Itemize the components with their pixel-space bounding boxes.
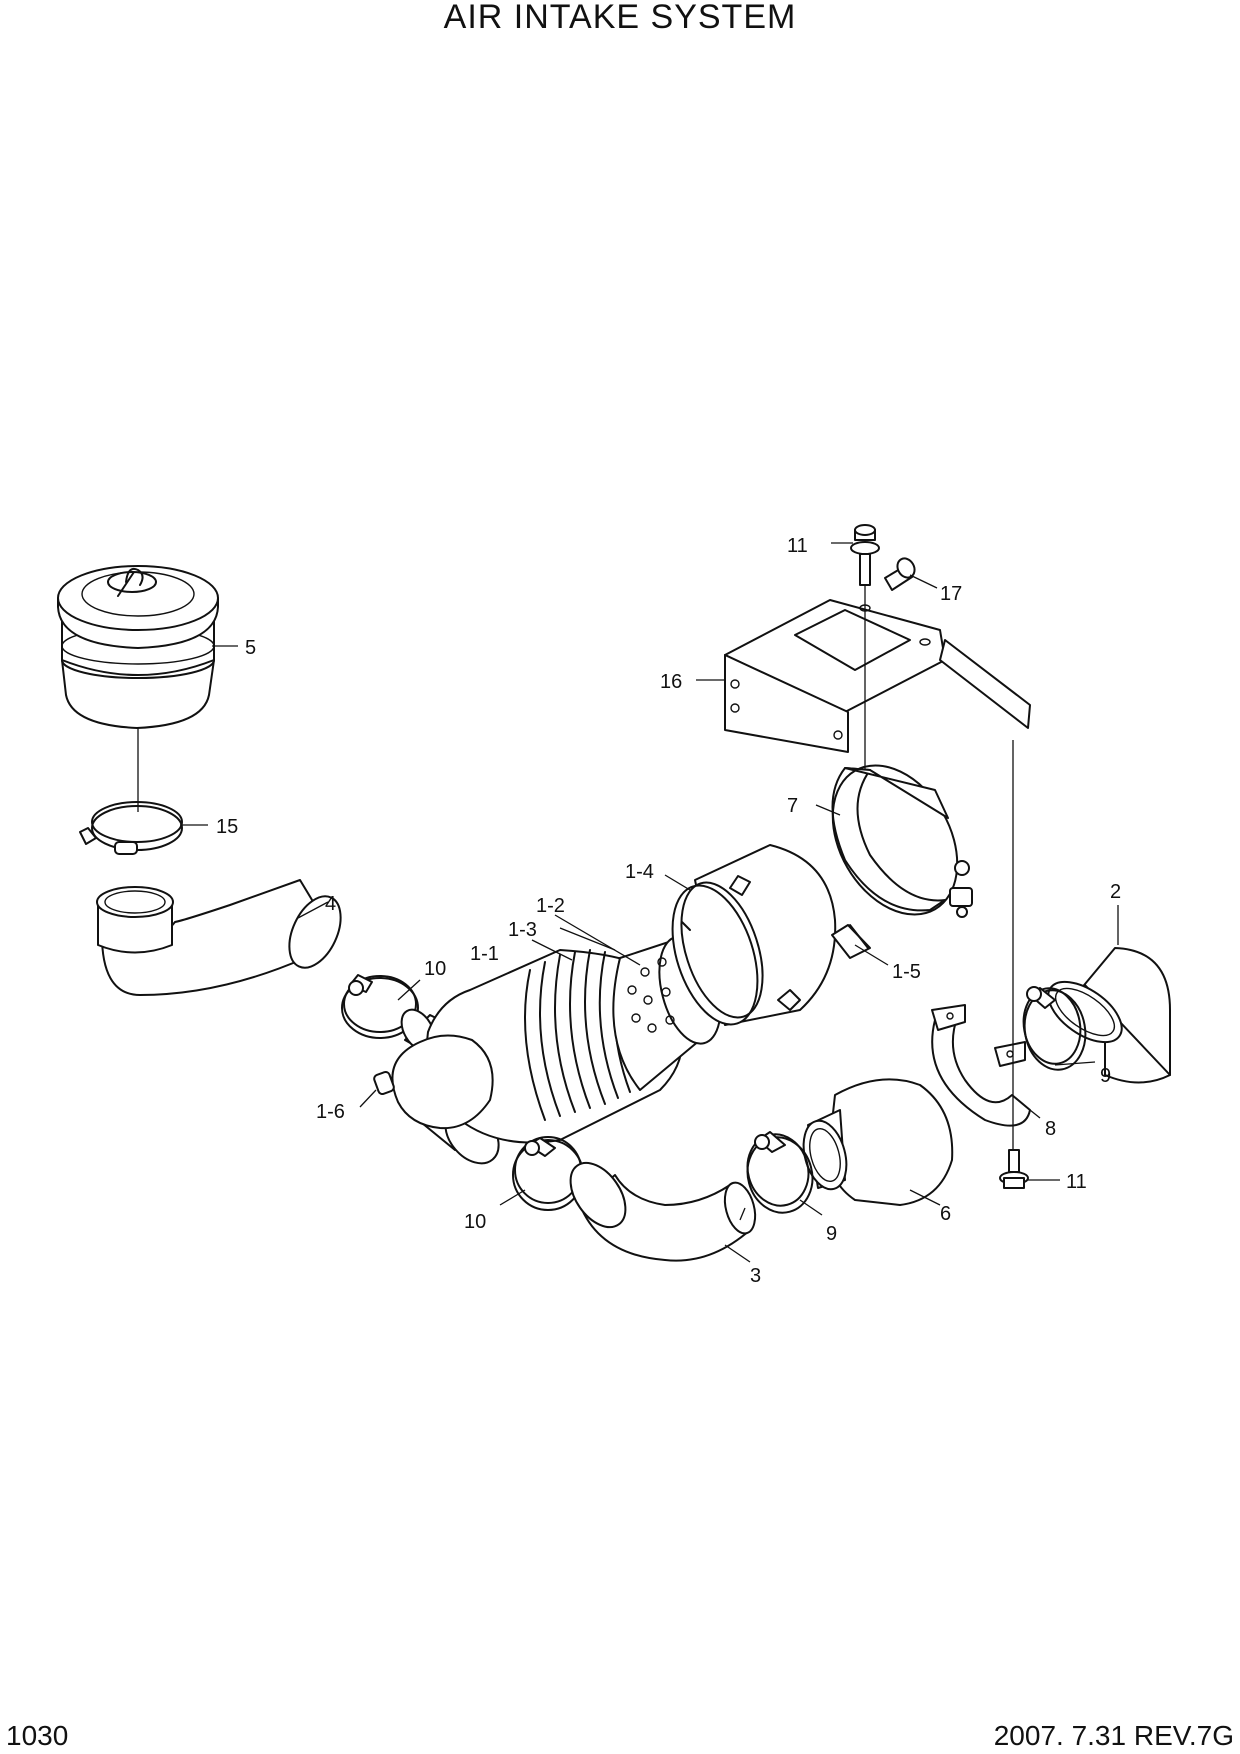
part-band-7 [831,764,973,918]
part-hose-2 [1047,947,1171,1084]
callout-7: 7 [787,795,798,817]
part-bolt-11-upper [850,524,880,586]
part-hose-3 [569,1161,757,1262]
part-cover-1-4 [671,844,871,1026]
callout-1-2: 1-2 [536,895,565,917]
callout-17: 17 [940,583,962,605]
part-air-cleaner-body [391,934,722,1165]
part-reducer-6 [802,1078,954,1206]
callout-9-lower: 9 [826,1223,837,1245]
callout-16: 16 [660,671,682,693]
page-title: AIR INTAKE SYSTEM [443,0,797,36]
callout-1-6: 1-6 [316,1101,345,1123]
callout-11-lower: 11 [1066,1171,1087,1193]
part-1-6-cap [373,1070,395,1096]
callout-11-upper: 11 [787,535,808,557]
callout-1-4: 1-4 [625,861,654,883]
part-clamp-9-right [1022,986,1087,1071]
callout-10-upper: 10 [424,958,446,980]
callout-1-3: 1-3 [508,919,537,941]
page-number: 1030 [6,1720,69,1751]
callout-6: 6 [940,1203,951,1225]
part-strap-8 [931,1004,1031,1127]
part-bracket-16 [724,599,1031,753]
callout-1-1: 1-1 [470,943,499,965]
leader-lines [180,542,1119,1263]
part-clamp-15 [79,801,183,855]
part-precleaner [57,565,219,729]
part-hose-4 [96,879,342,996]
callout-2: 2 [1110,881,1121,903]
part-clamp-9-lower [746,1131,814,1214]
revision-date: 2007. 7.31 REV.7G [993,1720,1234,1751]
callout-10-lower: 10 [464,1211,486,1233]
callout-15: 15 [216,816,238,838]
callout-3: 3 [750,1265,761,1287]
part-clamp-10-upper [341,974,419,1039]
callout-labels: 1-1 1-2 1-3 1-4 1-5 1-6 2 3 4 5 6 7 8 9 … [216,535,1121,1287]
callout-4: 4 [325,893,336,915]
callout-5: 5 [245,637,256,659]
callout-9-right: 9 [1100,1065,1111,1087]
callout-8: 8 [1045,1118,1056,1140]
part-bolt-17 [884,557,916,591]
part-bolt-11-lower [999,1149,1029,1189]
callout-1-5: 1-5 [892,961,921,983]
